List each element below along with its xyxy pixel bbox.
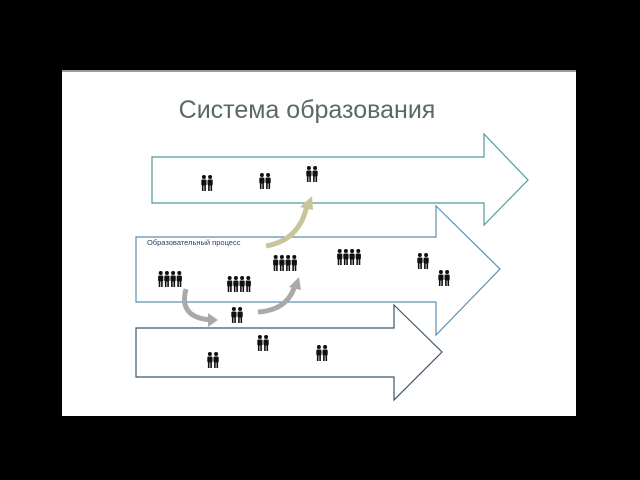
slide-title: Система образования: [178, 96, 436, 124]
people-group-icon: [306, 166, 318, 182]
people-group-icon: [201, 175, 213, 191]
curved-arrow-head: [300, 196, 313, 210]
curved-arrow-icon: [182, 288, 213, 323]
curved-arrow-head: [208, 313, 218, 327]
people-group-icon: [259, 173, 271, 189]
people-group-icon: [158, 271, 182, 287]
people-group-icon: [417, 253, 429, 269]
people-group-icon: [257, 335, 269, 351]
people-group-icon: [316, 345, 328, 361]
people-group-icon: [438, 270, 450, 286]
people-group-icon: [227, 276, 251, 292]
people-group-icon: [231, 307, 243, 323]
curved-arrow-head: [289, 277, 301, 290]
process-label: Образовательный процесс: [147, 238, 241, 247]
curved-arrow-icon: [257, 284, 298, 315]
arrow-top: [151, 132, 529, 227]
people-group-icon: [207, 352, 219, 368]
arrow-bottom: [135, 303, 443, 402]
people-group-icon: [337, 249, 361, 265]
curved-arrow-icon: [265, 204, 310, 249]
people-group-icon: [273, 255, 297, 271]
